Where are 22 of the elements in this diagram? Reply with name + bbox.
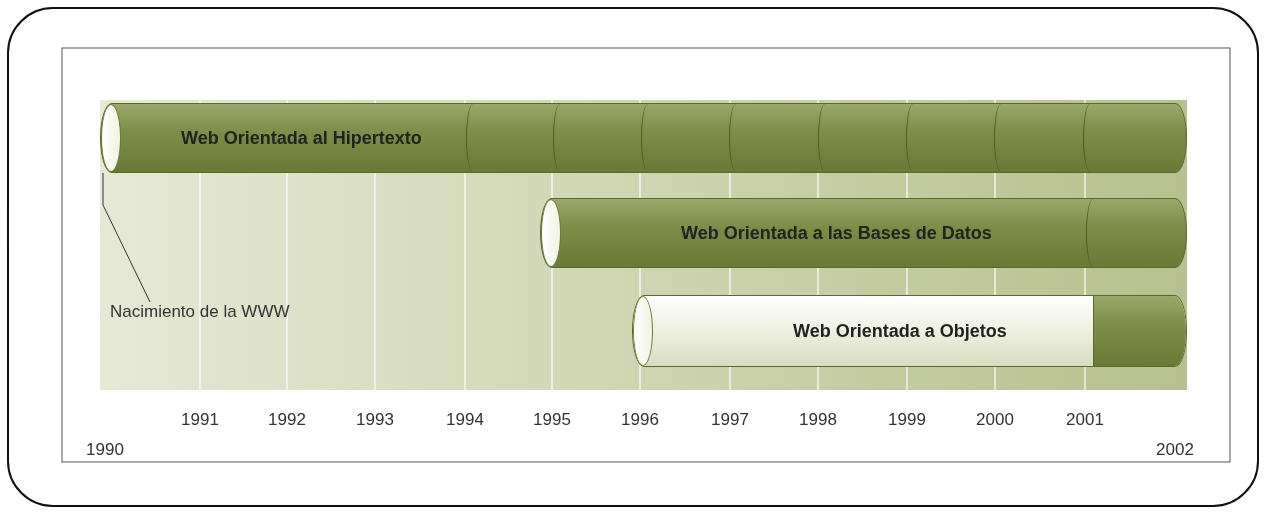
- timeline-bar: [632, 295, 1187, 367]
- year-label: 1992: [268, 410, 306, 430]
- timeline-bar: [540, 198, 1187, 268]
- year-label: 2002: [1156, 440, 1194, 460]
- year-label: 1990: [86, 440, 124, 460]
- bar-label: Web Orientada a Objetos: [793, 320, 1007, 342]
- annotation-text: Nacimiento de la WWW: [110, 302, 290, 322]
- bar-label: Web Orientada a las Bases de Datos: [681, 222, 992, 244]
- year-label: 1999: [888, 410, 926, 430]
- year-label: 1997: [711, 410, 749, 430]
- year-label: 1991: [181, 410, 219, 430]
- timeline-bar: [100, 103, 1187, 173]
- year-label: 1995: [533, 410, 571, 430]
- year-label: 1998: [799, 410, 837, 430]
- leader-line: [102, 172, 151, 303]
- year-label: 1994: [446, 410, 484, 430]
- year-label: 2001: [1066, 410, 1104, 430]
- bar-label: Web Orientada al Hipertexto: [181, 127, 422, 149]
- bar-segment: [1093, 296, 1186, 366]
- year-label: 1996: [621, 410, 659, 430]
- year-label: 2000: [976, 410, 1014, 430]
- year-label: 1993: [356, 410, 394, 430]
